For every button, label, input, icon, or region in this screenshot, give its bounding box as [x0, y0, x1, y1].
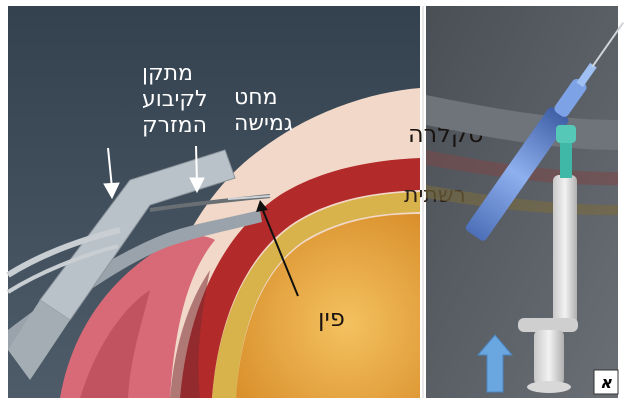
label-lens: פין	[318, 304, 345, 332]
label-pressure-needle-1: מחט	[234, 85, 278, 110]
label-injector-fixture-1: מתקן	[142, 61, 193, 86]
panel-badge-label: א	[600, 373, 612, 392]
label-injector-fixture-3: המזרק	[142, 113, 207, 138]
label-injector-fixture-2: לקיבוע	[142, 87, 208, 112]
label-pressure-needle-2: גמישה	[234, 111, 293, 136]
